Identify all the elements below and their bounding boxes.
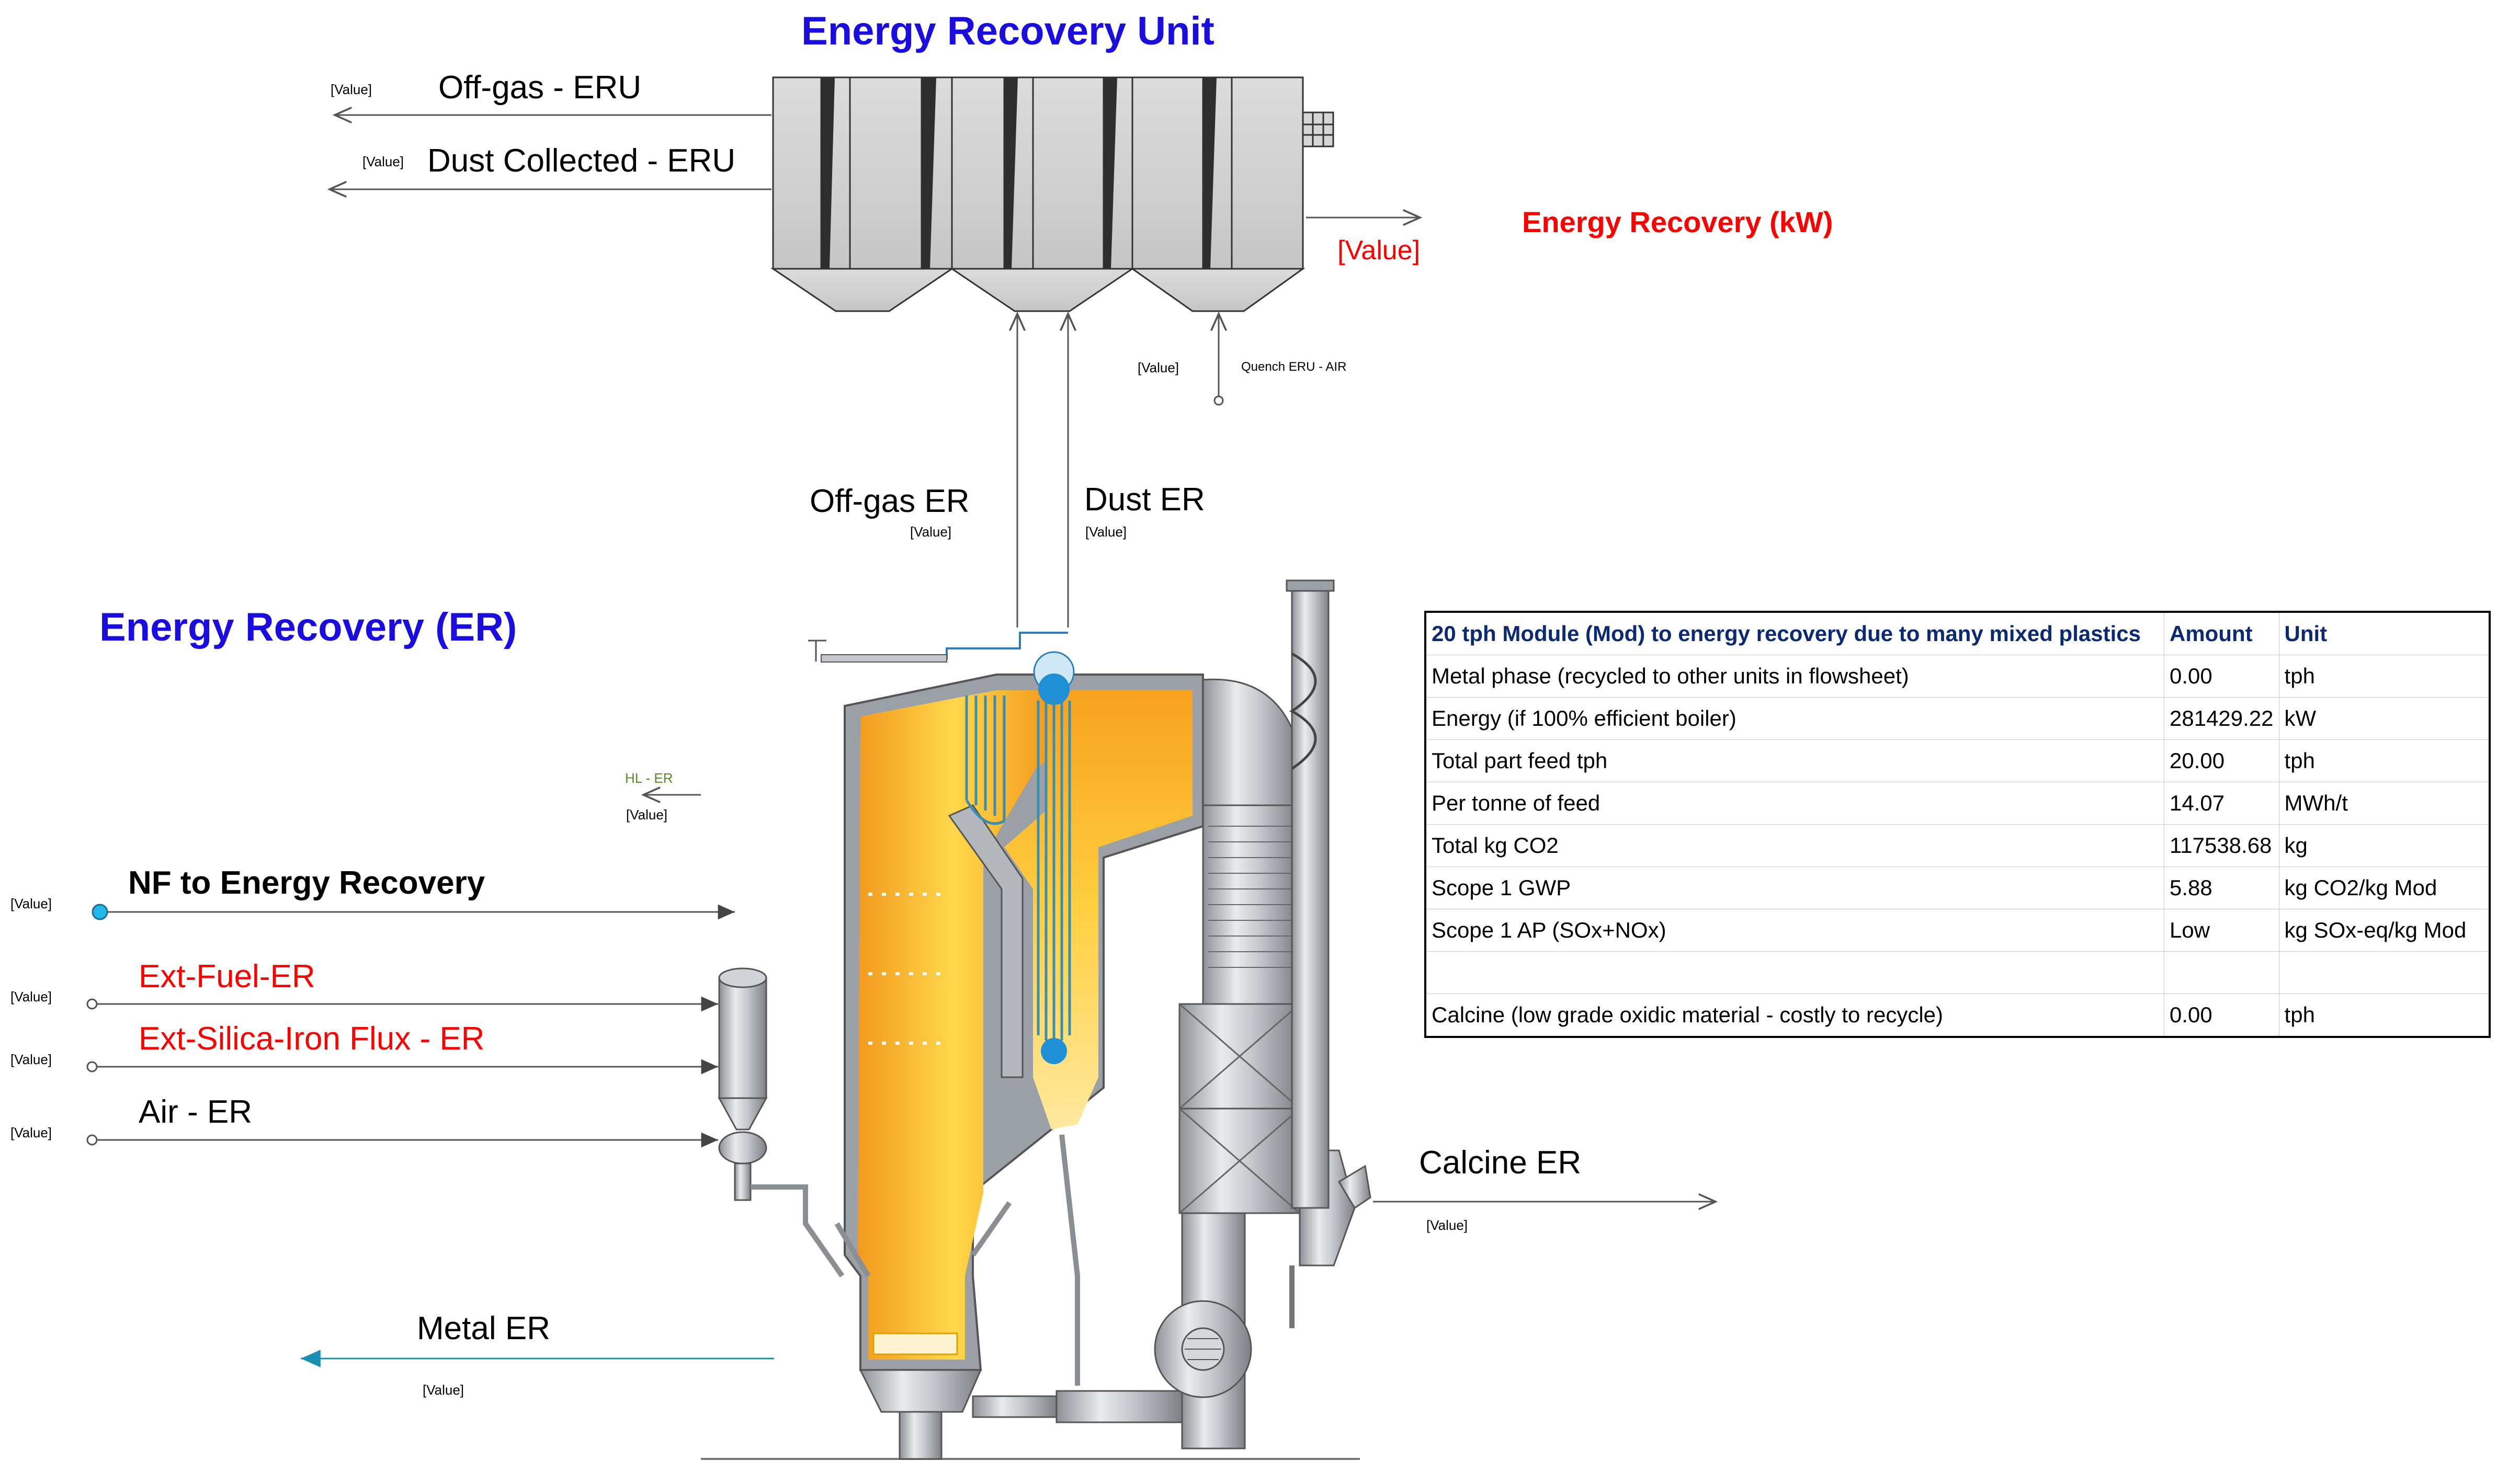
table-cell: tph	[2278, 994, 2490, 1037]
nf-source-node	[92, 904, 108, 920]
table-header-row: 20 tph Module (Mod) to energy recovery d…	[1425, 611, 2490, 655]
table-cell: 281429.22	[2164, 697, 2279, 740]
table-cell: kg CO2/kg Mod	[2278, 866, 2490, 909]
table-cell	[1425, 951, 2164, 994]
nf-to-er-value: [Value]	[10, 896, 52, 911]
table-cell: Low	[2164, 909, 2279, 952]
air-er-value: [Value]	[10, 1125, 52, 1140]
quench-air-source-node	[1213, 395, 1224, 406]
table-cell: tph	[2278, 655, 2490, 698]
nf-to-er-label: NF to Energy Recovery	[128, 865, 485, 901]
table-cell: MWh/t	[2278, 782, 2490, 825]
table-cell: 5.88	[2164, 866, 2279, 909]
table-cell: 0.00	[2164, 994, 2279, 1037]
table-header-amount: Amount	[2164, 611, 2279, 655]
er-title: Energy Recovery (ER)	[99, 605, 517, 649]
table-cell: Total kg CO2	[1425, 824, 2164, 867]
table-cell: kg SOx-eq/kg Mod	[2278, 909, 2490, 952]
table-row: Calcine (low grade oxidic material - cos…	[1425, 994, 2490, 1037]
hl-er-value: [Value]	[626, 807, 668, 823]
calcine-er-value: [Value]	[1426, 1217, 1468, 1233]
ext-silica-value: [Value]	[10, 1052, 52, 1067]
dust-er-label: Dust ER	[1084, 482, 1205, 518]
table-header-unit: Unit	[2278, 611, 2490, 655]
offgas-eru-value: [Value]	[331, 82, 372, 97]
offgas-er-value: [Value]	[910, 524, 952, 540]
summary-table: 20 tph Module (Mod) to energy recovery d…	[1424, 611, 2491, 1038]
table-cell: Scope 1 GWP	[1425, 866, 2164, 909]
table-row: Scope 1 AP (SOx+NOx) Low kg SOx-eq/kg Mo…	[1425, 909, 2490, 952]
table-header-description: 20 tph Module (Mod) to energy recovery d…	[1425, 611, 2164, 655]
table-cell	[2164, 951, 2279, 994]
ext-fuel-label: Ext-Fuel-ER	[139, 958, 315, 995]
offgas-eru-label: Off-gas - ERU	[438, 70, 642, 106]
table-cell: Energy (if 100% efficient boiler)	[1425, 697, 2164, 740]
dust-eru-value: [Value]	[362, 154, 404, 169]
energy-recovery-value: [Value]	[1337, 235, 1421, 266]
table-cell: 14.07	[2164, 782, 2279, 825]
table-cell: Scope 1 AP (SOx+NOx)	[1425, 909, 2164, 952]
table-cell: tph	[2278, 739, 2490, 782]
table-cell: 20.00	[2164, 739, 2279, 782]
table-cell	[2278, 951, 2490, 994]
metal-er-value: [Value]	[423, 1382, 464, 1398]
table-row: Total part feed tph 20.00 tph	[1425, 739, 2490, 782]
table-row: Metal phase (recycled to other units in …	[1425, 655, 2490, 698]
ext-silica-source-node	[86, 1061, 98, 1072]
energy-recovery-label: Energy Recovery (kW)	[1522, 206, 1833, 238]
ext-silica-label: Ext-Silica-Iron Flux - ER	[139, 1021, 485, 1057]
dust-eru-label: Dust Collected - ERU	[427, 143, 736, 179]
quench-air-value: [Value]	[1138, 360, 1179, 375]
eru-title: Energy Recovery Unit	[801, 9, 1214, 53]
air-er-label: Air - ER	[139, 1094, 252, 1130]
energy-recovery-unit-equipment	[770, 76, 1334, 312]
table-row: Scope 1 GWP 5.88 kg CO2/kg Mod	[1425, 866, 2490, 909]
table-row-empty	[1425, 951, 2490, 994]
table-cell: Total part feed tph	[1425, 739, 2164, 782]
dust-er-value: [Value]	[1085, 524, 1127, 540]
table-cell: kg	[2278, 824, 2490, 867]
boiler-equipment	[701, 579, 1371, 1460]
ext-fuel-source-node	[86, 998, 98, 1010]
offgas-er-label: Off-gas ER	[810, 483, 970, 519]
table-row: Energy (if 100% efficient boiler) 281429…	[1425, 697, 2490, 740]
table-row: Per tonne of feed 14.07 MWh/t	[1425, 782, 2490, 825]
table-cell: 0.00	[2164, 655, 2279, 698]
table-cell: Per tonne of feed	[1425, 782, 2164, 825]
calcine-er-label: Calcine ER	[1419, 1145, 1582, 1181]
table-cell: 117538.68	[2164, 824, 2279, 867]
air-er-source-node	[86, 1134, 98, 1146]
metal-er-label: Metal ER	[417, 1310, 550, 1347]
table-cell: kW	[2278, 697, 2490, 740]
table-cell: Metal phase (recycled to other units in …	[1425, 655, 2164, 698]
table-cell: Calcine (low grade oxidic material - cos…	[1425, 994, 2164, 1037]
table-row: Total kg CO2 117538.68 kg	[1425, 824, 2490, 867]
hl-er-label: HL - ER	[625, 770, 673, 786]
ext-fuel-value: [Value]	[10, 989, 52, 1005]
quench-air-label: Quench ERU - AIR	[1241, 360, 1347, 374]
